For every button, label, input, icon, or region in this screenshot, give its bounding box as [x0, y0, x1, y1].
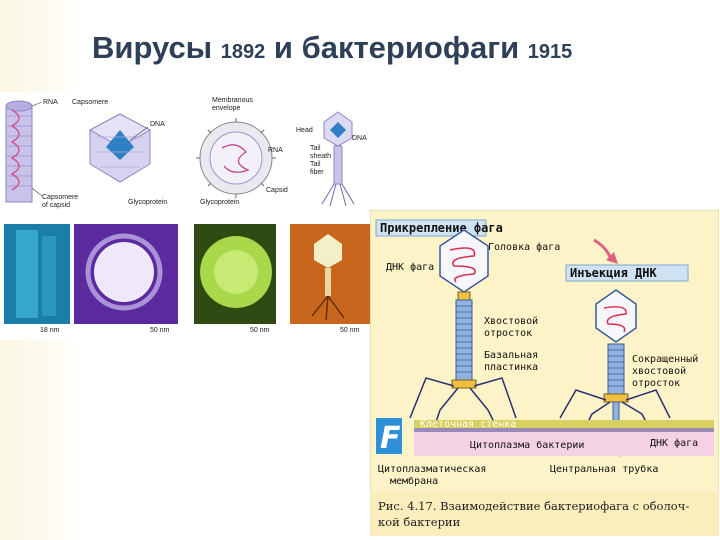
head-label: Head [296, 127, 313, 134]
cytoplasm-label: Цитоплазма бактерии [470, 439, 584, 451]
dna-label-2: DNA [352, 135, 367, 142]
micrograph-rod: 18 nm [4, 224, 70, 334]
contracted-label-2: хвостовой [632, 365, 686, 377]
attach-title: Прикрепление фага [380, 221, 503, 235]
cytoplasm-band [414, 432, 714, 456]
membrane-label-1: Цитоплазматическая [378, 464, 486, 475]
glycoprotein-label: Glycoprotein [128, 199, 167, 206]
dna-label: DNA [150, 121, 165, 128]
sheath-label: sheath [310, 153, 331, 160]
capsomere-of-capsid-label-1: Capsomere [42, 194, 78, 201]
basal-label-1: Базальная [484, 350, 538, 361]
capsomere-of-capsid-label-2: of capsid [42, 202, 70, 209]
central-tube-label: Центральная трубка [550, 463, 658, 475]
rna-label-2: RNA [268, 147, 283, 154]
micrograph-polyhedral: 50 nm [74, 224, 178, 334]
capsomere-label: Capsomere [72, 99, 108, 106]
membrane-label-2: мембрана [390, 475, 438, 487]
letter-f-badge: F [380, 421, 401, 456]
tail-label-ru-1: Хвостовой [484, 315, 538, 327]
title-year-1: 1892 [220, 41, 266, 63]
slide-title: Вирусы 1892 и бактериофаги 1915 [92, 30, 572, 66]
polyhedral-virus-diagram: Capsomere DNA Glycoprotein [72, 99, 167, 206]
phage-attaching [409, 229, 517, 423]
tail-label-1: Tail [310, 145, 321, 152]
head-label-ru: Головка фага [488, 241, 560, 253]
membrane-band [414, 428, 714, 432]
contracted-label-3: отросток [632, 378, 680, 389]
scale-bar-2: 50 nm [150, 327, 170, 334]
scale-bar-3: 50 nm [250, 327, 270, 334]
rna-label: RNA [43, 99, 58, 106]
title-conjunction: и бактериофаги [273, 30, 520, 65]
rod-virus-diagram: RNA Capsomere of capsid [5, 99, 78, 209]
cell-wall-label: Клеточная стенка [420, 419, 516, 430]
micrograph-phage: 50 nm [290, 224, 370, 334]
fiber-label: fiber [310, 169, 324, 176]
title-word: Вирусы [92, 30, 213, 65]
basal-label-2: пластинка [484, 362, 538, 373]
tail-label-ru-2: отросток [484, 328, 532, 339]
membranous-label: Membranous [212, 97, 253, 104]
contracted-label-1: Сокращенный [632, 353, 698, 365]
tail-label-2: Tail [310, 161, 321, 168]
dna-phage-label-2: ДНК фага [650, 437, 698, 449]
envelope-label: envelope [212, 105, 241, 112]
title-year-2: 1915 [527, 41, 573, 63]
phage-interaction-figure: Прикрепление фага Инъекция ДНК Клеточная… [370, 210, 719, 536]
glycoprotein-label-2: Glycoprotein [200, 199, 239, 206]
scale-bar-1: 18 nm [40, 327, 60, 334]
injection-title: Инъекция ДНК [570, 266, 657, 280]
virus-structures-figure: RNA Capsomere of capsid Capsomere DNA Gl… [0, 92, 372, 340]
caption-line-2: кой бактерии [378, 515, 461, 529]
phage-diagram: Head DNA Tail sheath Tail fiber [296, 111, 367, 207]
capsid-label: Capsid [266, 187, 288, 194]
cell-wall-band [414, 420, 714, 428]
phage-injecting [559, 289, 671, 457]
micrograph-enveloped: 50 nm [194, 224, 276, 334]
caption-line-1: Рис. 4.17. Взаимодействие бактериофага с… [378, 499, 689, 513]
enveloped-virus-diagram: Membranous envelope RNA Capsid Glycoprot… [196, 97, 288, 206]
scale-bar-4: 50 nm [340, 327, 360, 334]
dna-phage-label: ДНК фага [386, 261, 434, 273]
